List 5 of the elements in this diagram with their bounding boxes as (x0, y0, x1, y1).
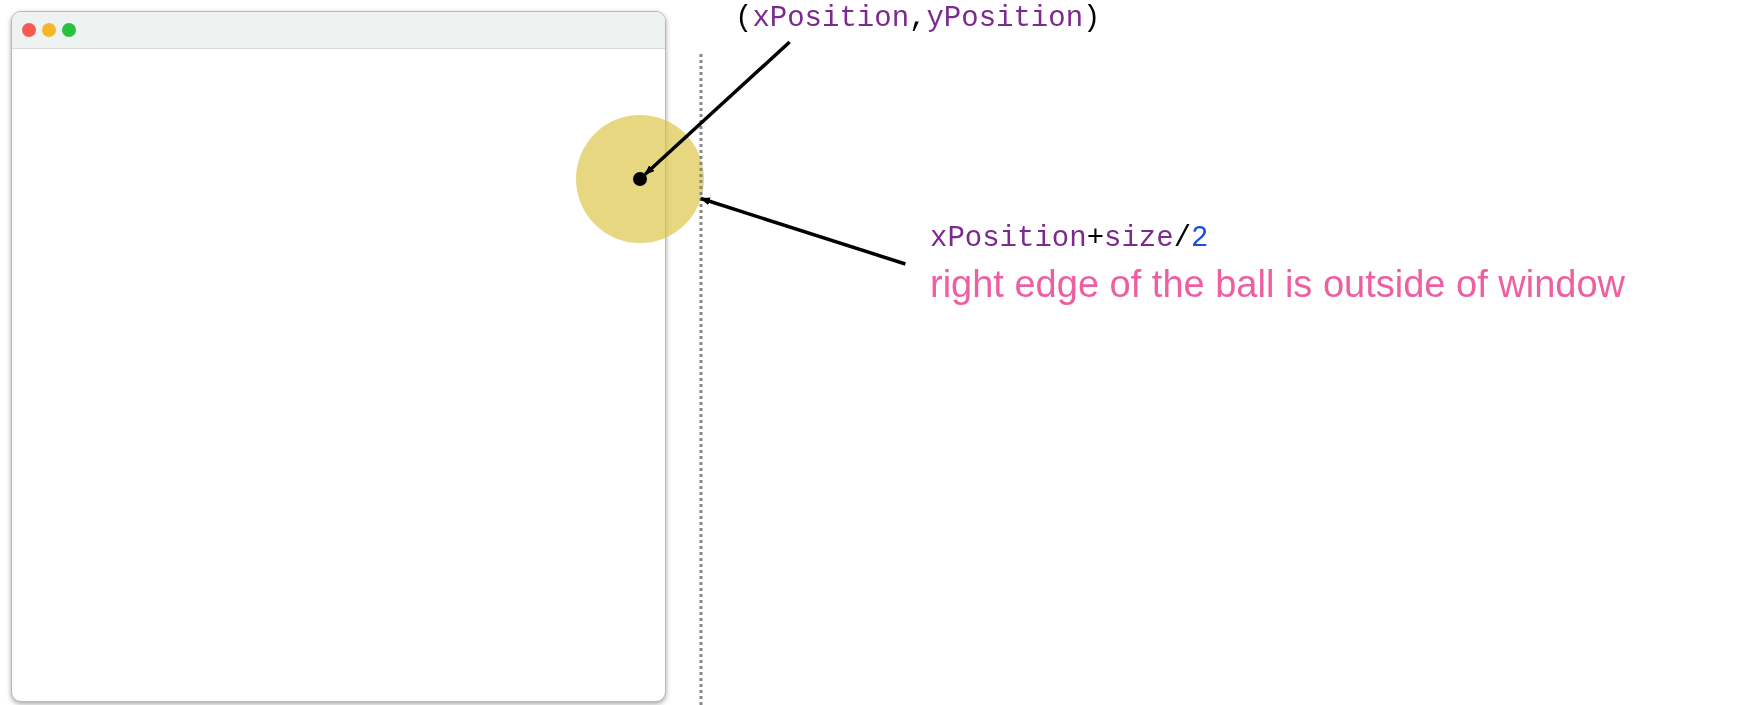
arrow (700, 196, 906, 266)
code-expression: xPosition+size/2 (930, 222, 1210, 255)
code-expression: (xPosition,yPosition) (735, 2, 1102, 35)
note-text: right edge of the ball is outside of window (930, 263, 1626, 306)
arrow (643, 40, 791, 176)
